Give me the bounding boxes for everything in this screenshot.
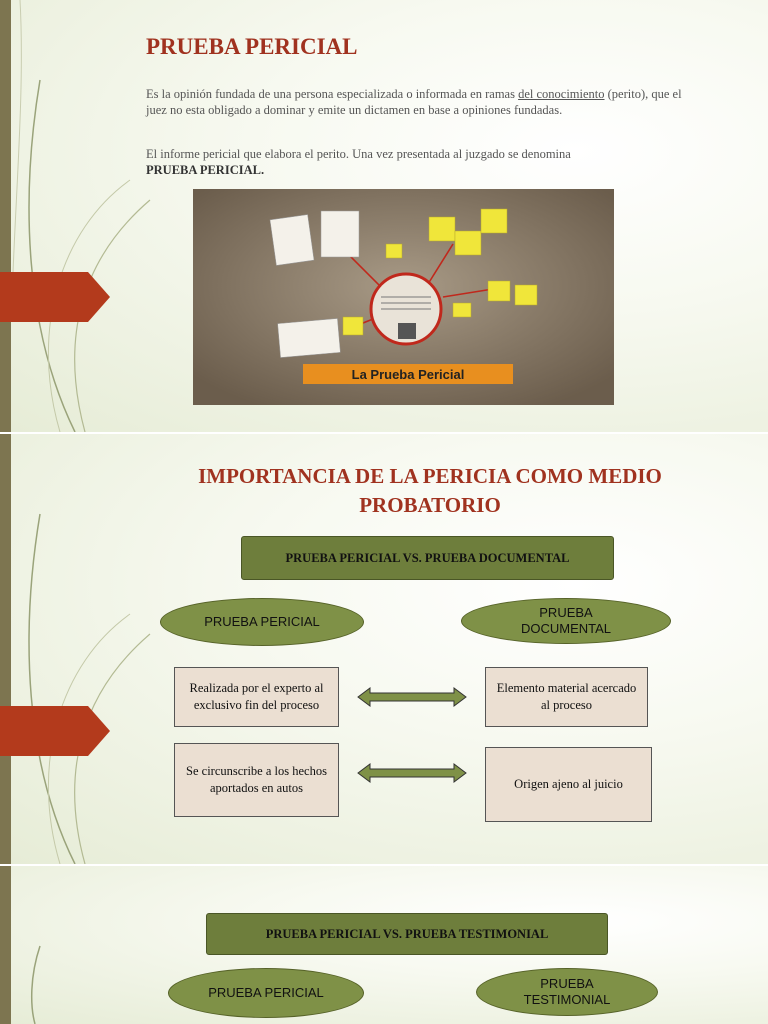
oval-prueba-documental: PRUEBA DOCUMENTAL [461,598,671,644]
slide-2: IMPORTANCIA DE LA PERICIA COMO MEDIO PRO… [0,434,768,864]
section-tab [0,706,110,756]
report-paragraph: El informe pericial que elabora el perit… [146,146,686,178]
decorative-curves [11,0,151,432]
double-arrow-icon [357,687,467,707]
oval-prueba-pericial: PRUEBA PERICIAL [160,598,364,646]
image-caption: La Prueba Pericial [352,367,465,382]
decorative-curves [28,513,151,864]
side-strip [0,866,11,1024]
side-strip [0,0,11,432]
left-box-1: Realizada por el experto al exclusivo fi… [174,667,339,727]
decorative-curves [30,945,41,1024]
knowledge-link[interactable]: del conocimiento [518,87,605,101]
report-bold-term: PRUEBA PERICIAL. [146,163,265,177]
definition-text-cont: (perito), que el juez no esta obligado a… [146,87,682,117]
section-tab [0,272,110,322]
slide-3: PRUEBA PERICIAL VS. PRUEBA TESTIMONIAL P… [0,866,768,1024]
oval-prueba-pericial: PRUEBA PERICIAL [168,968,364,1018]
definition-paragraph: Es la opinión fundada de una persona esp… [146,86,686,118]
comparison-header-box: PRUEBA PERICIAL VS. PRUEBA DOCUMENTAL [241,536,614,580]
prueba-pericial-image: La Prueba Pericial [193,189,614,405]
report-text: El informe pericial que elabora el perit… [146,147,571,161]
comparison-header-box: PRUEBA PERICIAL VS. PRUEBA TESTIMONIAL [206,913,608,955]
page-title: PRUEBA PERICIAL [146,34,358,59]
definition-text: Es la opinión fundada de una persona esp… [146,87,519,101]
left-box-2: Se circunscribe a los hechos aportados e… [174,743,339,817]
right-box-2: Origen ajeno al juicio [485,747,652,822]
right-box-1: Elemento material acercado al proceso [485,667,648,727]
side-strip [0,434,11,864]
oval-prueba-testimonial: PRUEBA TESTIMONIAL [476,968,658,1016]
double-arrow-icon [357,763,467,783]
slide-1: PRUEBA PERICIAL Es la opinión fundada de… [0,0,768,432]
section-title: IMPORTANCIA DE LA PERICIA COMO MEDIO PRO… [198,464,662,517]
